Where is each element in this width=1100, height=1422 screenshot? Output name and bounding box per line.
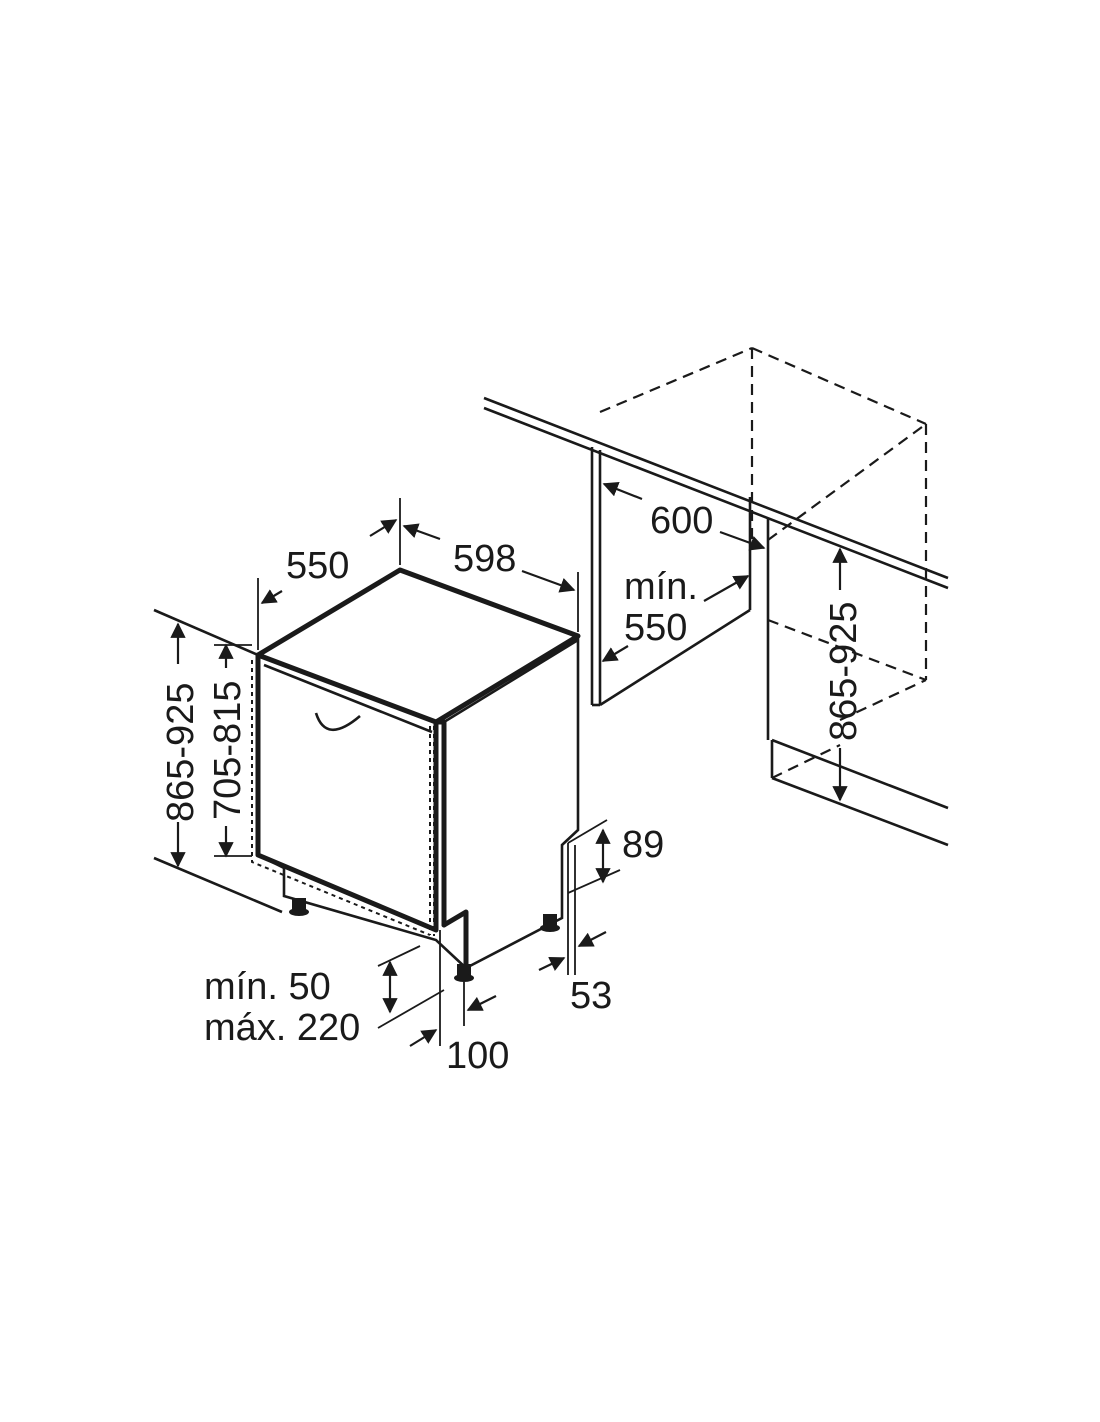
dimension-plinth-100: 100 — [409, 930, 509, 1077]
dimension-niche-height: 865-925 — [823, 547, 865, 802]
dimension-niche-600: 600 — [602, 481, 766, 551]
label-niche-width-600: 600 — [650, 500, 713, 542]
dimension-appliance-height: 865-925 — [160, 622, 202, 868]
dishwasher-body — [251, 567, 581, 982]
door-handle — [314, 712, 361, 732]
dimension-plinth-53: 53 — [538, 843, 612, 1017]
label-width-598: 598 — [453, 538, 516, 580]
label-plinth-max: máx. 220 — [204, 1007, 360, 1049]
label-depth-550: 550 — [286, 545, 349, 587]
label-appliance-height: 865-925 — [160, 683, 202, 822]
label-plinth-min: mín. 50 — [204, 966, 331, 1008]
adjustable-foot-front — [454, 964, 474, 982]
dimension-door-height: 705-815 — [207, 643, 252, 858]
dimension-plinth-range: mín. 50 máx. 220 — [204, 945, 445, 1049]
dimension-plinth-89: 89 — [567, 819, 664, 894]
dimension-niche-depth: mín. 550 — [601, 566, 750, 662]
dashed-cabinet-outline — [599, 346, 928, 779]
adjustable-foot-left — [289, 898, 309, 916]
label-plinth-100: 100 — [446, 1035, 509, 1077]
adjustable-foot-right — [540, 914, 560, 932]
label-plinth-89: 89 — [622, 824, 664, 866]
dimension-depth-550: 550 — [257, 498, 401, 650]
label-door-height: 705-815 — [207, 681, 249, 820]
label-niche-depth-550: 550 — [624, 607, 687, 649]
kitchen-niche — [483, 346, 949, 847]
label-niche-depth-min: mín. — [624, 566, 698, 608]
dimension-width-598: 598 — [402, 523, 579, 632]
label-plinth-53: 53 — [570, 975, 612, 1017]
label-niche-height: 865-925 — [823, 602, 865, 741]
